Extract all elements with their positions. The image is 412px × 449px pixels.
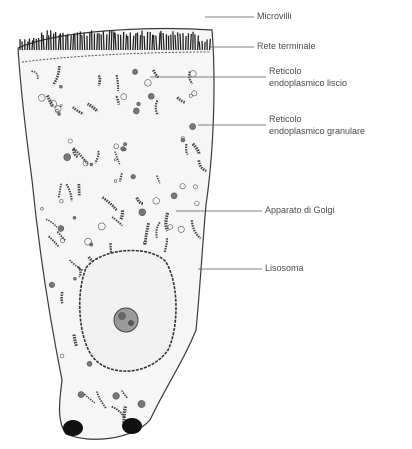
label-reticolo-granulare-line2: endoplasmico granulare (269, 126, 409, 137)
label-golgi: Apparato di Golgi (265, 205, 335, 216)
basal-dense-body-left (63, 420, 83, 436)
label-rete-terminale: Rete terminale (257, 41, 316, 52)
label-reticolo-granulare-line1: Reticolo (269, 114, 302, 125)
nucleolus (114, 308, 138, 332)
cell-outline (18, 29, 214, 440)
label-reticolo-liscio-line1: Reticolo (269, 66, 302, 77)
basal-dense-body-right (122, 418, 142, 434)
label-lisosoma: Lisosoma (265, 263, 304, 274)
label-reticolo-liscio-line2: endoplasmico liscio (269, 78, 347, 89)
label-microvilli: Microvilli (257, 11, 292, 22)
